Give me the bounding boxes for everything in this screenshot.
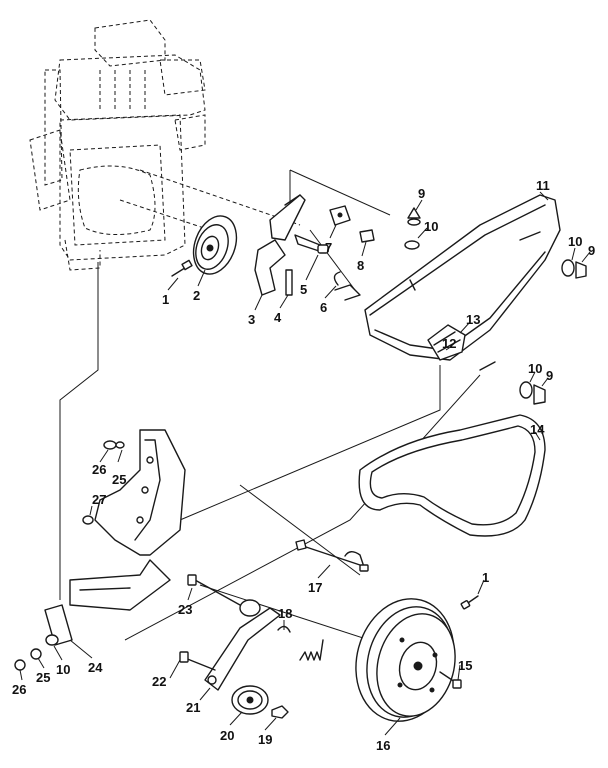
- callout-9: 9: [418, 186, 425, 201]
- callout-26: 26: [12, 682, 26, 697]
- callout-10: 10: [424, 219, 438, 234]
- mounting-plate: [69, 429, 186, 611]
- drive-belt: [358, 414, 546, 537]
- callout-3: 3: [248, 312, 255, 327]
- callout-8: 8: [357, 258, 364, 273]
- callout-leaders: [19, 191, 591, 736]
- callout-7: 7: [325, 240, 332, 255]
- small-bracket: [44, 604, 73, 646]
- engine-outline: [29, 19, 301, 271]
- callout-25: 25: [36, 670, 50, 685]
- callout-15: 15: [458, 658, 472, 673]
- callout-17: 17: [308, 580, 322, 595]
- set-screw-1: [171, 259, 193, 277]
- pulley-bolt: [439, 595, 479, 689]
- idler-shaft: [295, 539, 369, 572]
- callout-23: 23: [178, 602, 192, 617]
- callout-10: 10: [528, 361, 542, 376]
- callout-9: 9: [588, 243, 595, 258]
- callout-20: 20: [220, 728, 234, 743]
- callout-22: 22: [152, 674, 166, 689]
- callout-labels: 1 2 3 4 5 6 7 8 9 10 11 10 9 13 12 10 9 …: [12, 178, 595, 753]
- callout-12: 12: [442, 336, 456, 351]
- callout-1: 1: [482, 570, 489, 585]
- callout-25: 25: [112, 472, 126, 487]
- callout-9: 9: [546, 368, 553, 383]
- callout-5: 5: [300, 282, 307, 297]
- callout-13: 13: [466, 312, 480, 327]
- callout-16: 16: [376, 738, 390, 753]
- large-drive-pulley: [355, 598, 456, 722]
- callout-4: 4: [274, 310, 282, 325]
- callout-2: 2: [193, 288, 200, 303]
- cap-nut-washer-set: [404, 207, 587, 405]
- callout-6: 6: [320, 300, 327, 315]
- lower-left-fasteners: [14, 634, 59, 671]
- callout-10: 10: [56, 662, 70, 677]
- callout-19: 19: [258, 732, 272, 747]
- callout-1: 1: [162, 292, 169, 307]
- belt-cover: [364, 194, 561, 371]
- callout-14: 14: [530, 422, 545, 437]
- alignment-lines: [59, 169, 481, 651]
- belt-guide-bracket: [254, 194, 375, 296]
- callout-24: 24: [88, 660, 103, 675]
- callout-26: 26: [92, 462, 106, 477]
- callout-27: 27: [92, 492, 106, 507]
- callout-11: 11: [536, 178, 550, 193]
- callout-18: 18: [278, 606, 292, 621]
- engine-pulley: [192, 215, 238, 275]
- callout-10: 10: [568, 234, 582, 249]
- hook-pin: [333, 271, 361, 301]
- callout-21: 21: [186, 700, 200, 715]
- idler-arm-assembly: [179, 574, 324, 719]
